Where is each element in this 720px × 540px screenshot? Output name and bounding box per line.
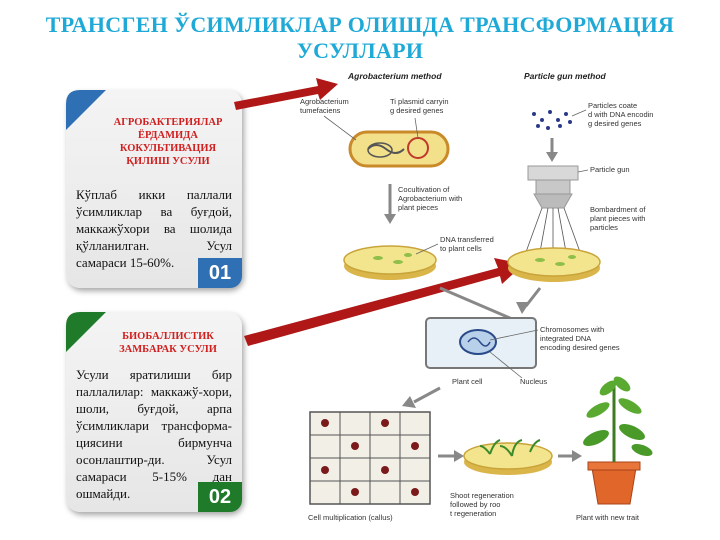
card-text: Кўплаб икки паллали ўсимликлар ва буғдой… [76, 187, 232, 270]
card-number-badge: 01 [198, 258, 242, 288]
header-particle-gun-method: Particle gun method [524, 71, 607, 81]
method-card-agrobacterium: АГРОБАКТЕРИЯЛАР ЁРДАМИДА КОКУЛЬТИВАЦИЯ Қ… [66, 90, 242, 288]
dna-particles-icon [532, 110, 572, 130]
card-heading: АГРОБАКТЕРИЯЛАР ЁРДАМИДА КОКУЛЬТИВАЦИЯ Қ… [113, 117, 223, 167]
label-plant-new-trait: Plant with new trait [576, 513, 640, 522]
agrobacterium-cell-icon [348, 130, 450, 168]
arrow-down-left-icon [402, 386, 441, 408]
shoot-regeneration-dish-icon [463, 439, 553, 475]
label-nucleus: Nucleus [520, 377, 547, 386]
card-corner-accent [66, 90, 106, 130]
arrow-right-icon [438, 450, 464, 462]
header-agrobacterium-method: Agrobacterium method [347, 71, 442, 81]
potted-plant-icon [583, 376, 653, 505]
callus-cells-icon [309, 411, 431, 505]
label-plant-cell: Plant cell [452, 377, 483, 386]
card-text: Усули яратилиши бир паллалилар: маккажў-… [76, 367, 232, 501]
method-card-biolistic: БИОБАЛЛИСТИК ЗАМБАРАК УСУЛИ Усули яратил… [66, 312, 242, 512]
petri-dish-agro-icon [343, 245, 437, 280]
plant-cell-icon [425, 317, 537, 369]
card-heading: БИОБАЛЛИСТИК ЗАМБАРАК УСУЛИ [119, 331, 217, 355]
arrow-converge-icon [439, 286, 542, 320]
arrow-right-icon [558, 450, 582, 462]
arrow-down-icon [384, 184, 396, 224]
arrow-to-agrobacterium [234, 78, 338, 110]
arrow-to-particle-gun [244, 258, 524, 346]
page-title: ТРАНСГЕН ЎСИМЛИКЛАР ОЛИШДА ТРАНСФОРМАЦИЯ… [45, 12, 675, 63]
card-corner-accent [66, 312, 106, 352]
label-particle-gun: Particle gun [590, 165, 630, 174]
card-number-badge: 02 [198, 482, 242, 512]
petri-dish-gun-icon [507, 247, 601, 282]
label-cell-multiplication: Cell multiplication (callus) [308, 513, 393, 522]
particle-gun-icon [525, 138, 581, 253]
transformation-diagram: Agrobacterium method Particle gun method… [300, 71, 653, 522]
